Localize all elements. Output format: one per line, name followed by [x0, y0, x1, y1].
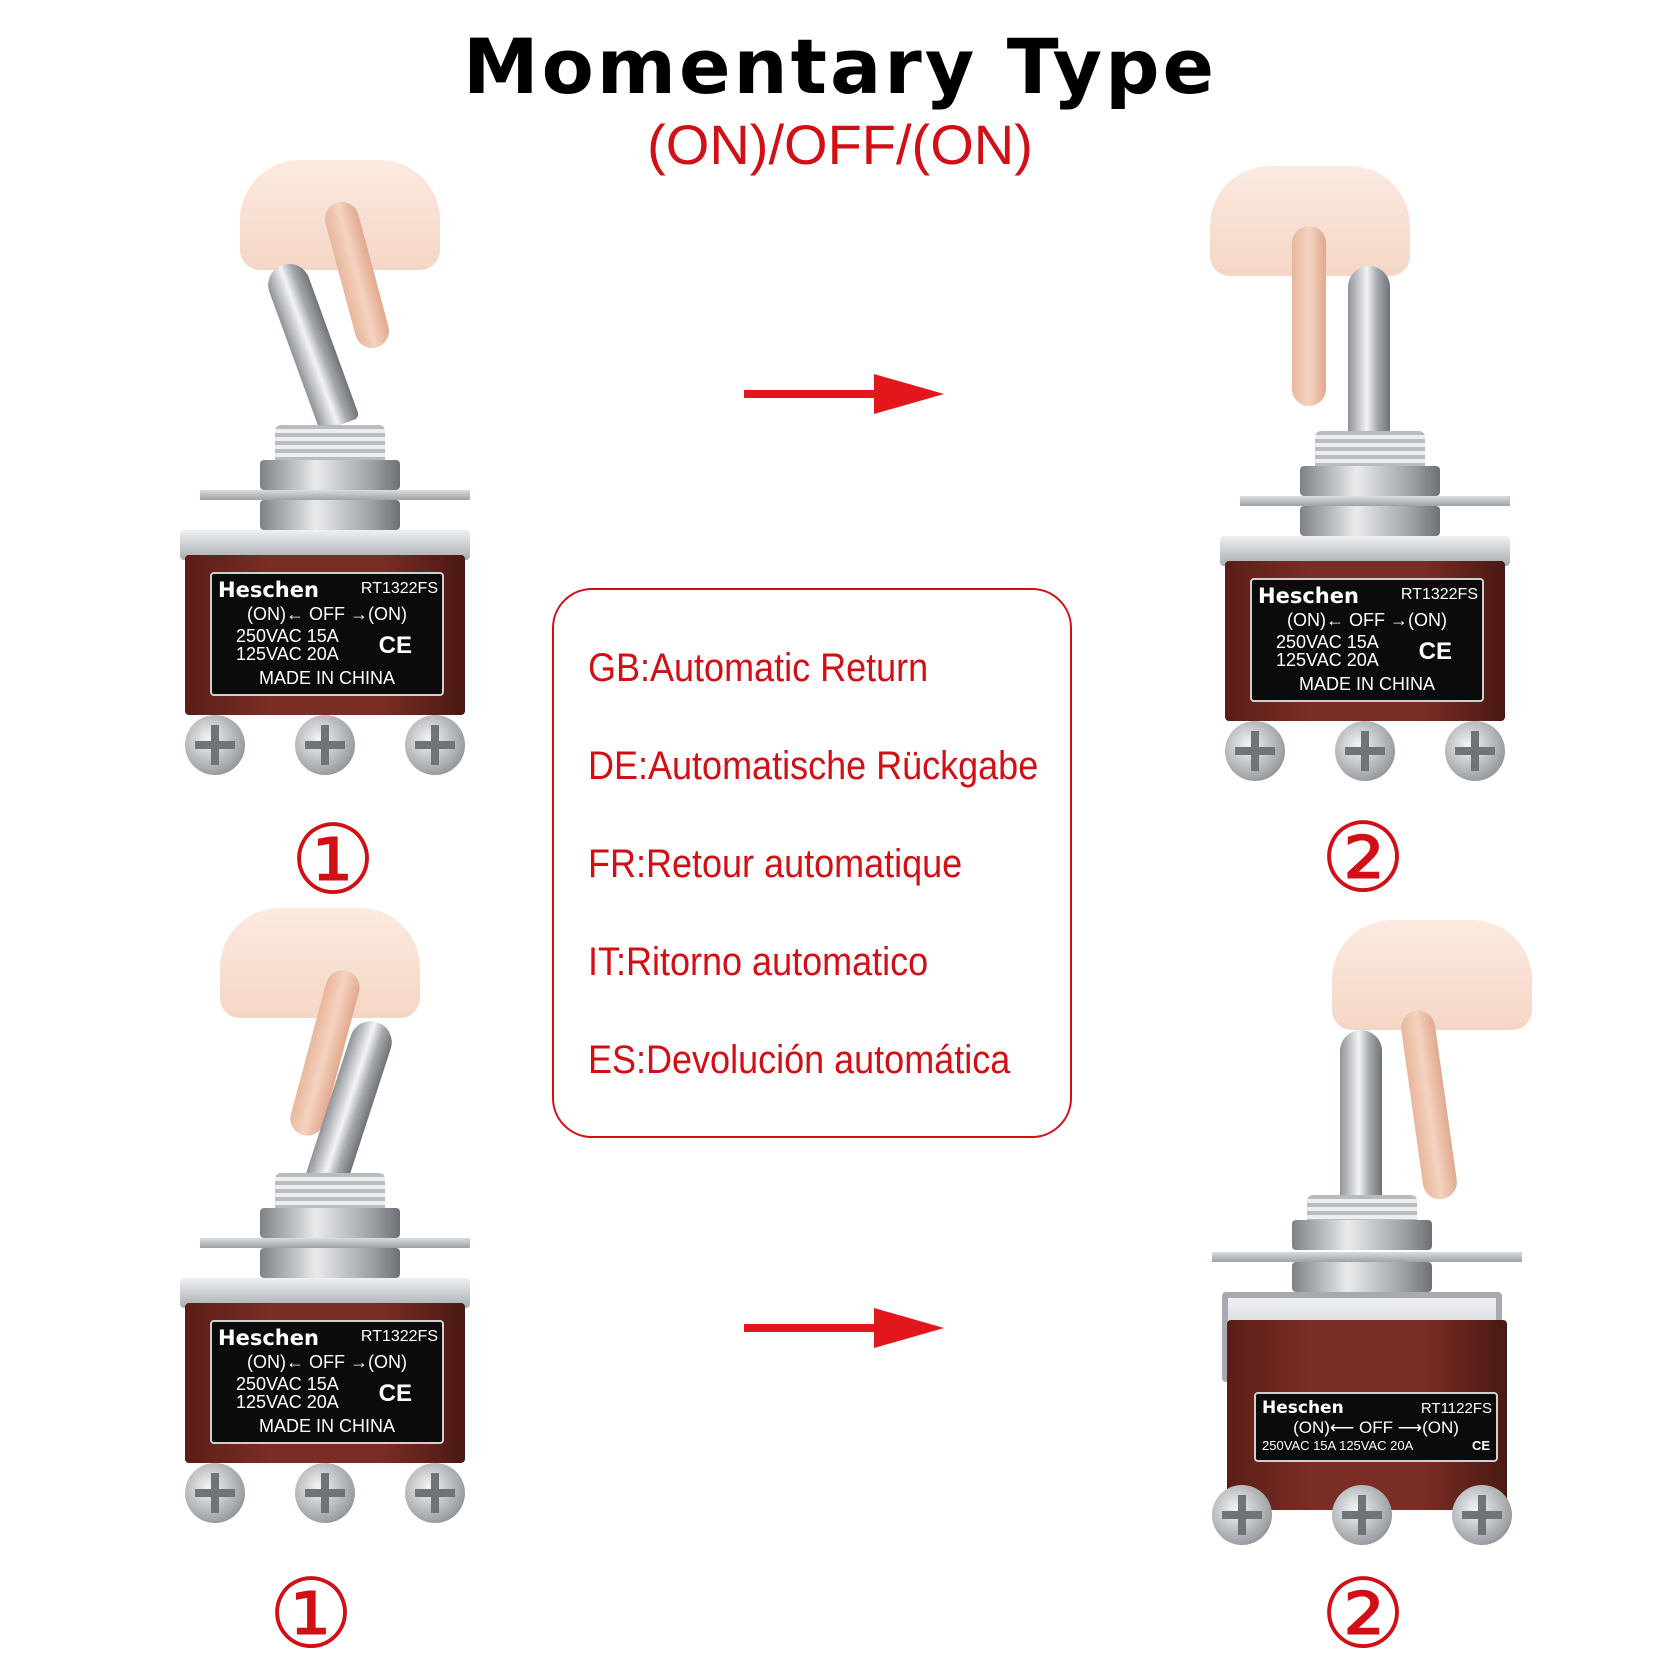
hand [1332, 920, 1532, 1030]
hex-nut [1292, 1220, 1432, 1250]
finger [1292, 226, 1326, 406]
thread-bushing [275, 425, 385, 465]
screw-terminal [1452, 1485, 1512, 1545]
label-function: (ON)← OFF →(ON) [1287, 610, 1447, 630]
feature-de: DE:Automatische Rückgabe [588, 744, 1039, 788]
screw-terminal [1332, 1485, 1392, 1545]
lock-washer [1240, 496, 1510, 506]
label-function: (ON)← OFF →(ON) [247, 604, 407, 624]
label-brand: Heschen [218, 1326, 319, 1350]
label-brand: Heschen [218, 578, 319, 602]
label-rating-2: 125VAC 20A [236, 644, 339, 664]
auto-return-info-box: GB:Automatic Return DE:Automatische Rück… [552, 588, 1072, 1138]
hex-nut [1300, 466, 1440, 496]
hex-nut [260, 500, 400, 530]
label-rating-1: 250VAC 15A [236, 1374, 339, 1394]
page-title: Momentary Type [462, 22, 1218, 111]
feature-it: IT:Ritorno automatico [588, 940, 929, 984]
label-origin: MADE IN CHINA [258, 1416, 395, 1436]
lock-washer [1212, 1252, 1522, 1262]
toggle-switch-3: Heschen RT1322FS (ON)← OFF →(ON) 250VAC … [180, 908, 480, 1628]
lock-washer [200, 490, 470, 500]
label-brand: Heschen [1258, 584, 1359, 608]
hex-nut [260, 1208, 400, 1238]
thread-bushing [275, 1173, 385, 1213]
hex-nut [260, 460, 400, 490]
hand [220, 908, 420, 1018]
toggle-switch-1: Heschen RT1322FS (ON)← OFF →(ON) 250VAC … [180, 160, 480, 880]
switch-label: Heschen RT1322FS (ON)← OFF →(ON) 250VAC … [210, 572, 444, 696]
label-brand: Heschen [1262, 1398, 1344, 1418]
screw-terminal [295, 1463, 355, 1523]
ce-mark: CE [378, 1380, 412, 1407]
step-number: ② [1320, 1558, 1407, 1670]
finger [1398, 1008, 1460, 1202]
label-rating: 250VAC 15A 125VAC 20A [1262, 1438, 1414, 1453]
step-number: ① [268, 1558, 355, 1670]
switch-label: Heschen RT1122FS (ON)⟵ OFF ⟶(ON) 250VAC … [1254, 1392, 1498, 1462]
arrow-right-icon [744, 1308, 944, 1348]
screw-terminal [1212, 1485, 1272, 1545]
label-origin: MADE IN CHINA [258, 668, 395, 688]
label-rating-1: 250VAC 15A [236, 626, 339, 646]
label-model: RT1322FS [360, 1328, 438, 1345]
toggle-lever [1340, 1030, 1382, 1210]
toggle-lever [1348, 266, 1390, 436]
page-subtitle: (ON)/OFF/(ON) [647, 113, 1033, 176]
hex-nut [1292, 1262, 1432, 1292]
label-rating-2: 125VAC 20A [236, 1392, 339, 1412]
screw-terminal [405, 1463, 465, 1523]
screw-terminal [295, 715, 355, 775]
label-origin: MADE IN CHINA [1298, 674, 1435, 694]
screw-terminal [1335, 721, 1395, 781]
label-model: RT1322FS [360, 580, 438, 597]
step-number: ① [290, 804, 377, 916]
label-function: (ON)← OFF →(ON) [247, 1352, 407, 1372]
screw-terminal [1225, 721, 1285, 781]
step-number: ② [1320, 802, 1407, 914]
ce-mark: CE [1471, 1438, 1490, 1453]
label-function: (ON)⟵ OFF ⟶(ON) [1293, 1418, 1459, 1437]
hex-nut [1300, 506, 1440, 536]
thread-bushing [1315, 431, 1425, 471]
label-model: RT1322FS [1400, 586, 1478, 603]
label-model: RT1122FS [1420, 1400, 1492, 1417]
arrow-right-icon [744, 374, 944, 414]
switch-label: Heschen RT1322FS (ON)← OFF →(ON) 250VAC … [210, 1320, 444, 1444]
toggle-switch-2: Heschen RT1322FS (ON)← OFF →(ON) 250VAC … [1210, 166, 1520, 886]
label-rating-1: 250VAC 15A [1276, 632, 1379, 652]
feature-fr: FR:Retour automatique [588, 842, 963, 886]
label-rating-2: 125VAC 20A [1276, 650, 1379, 670]
screw-terminal [1445, 721, 1505, 781]
toggle-switch-4: Heschen RT1122FS (ON)⟵ OFF ⟶(ON) 250VAC … [1212, 920, 1532, 1640]
ce-mark: CE [378, 632, 412, 659]
ce-mark: CE [1418, 638, 1452, 665]
hex-nut [260, 1248, 400, 1278]
switch-label: Heschen RT1322FS (ON)← OFF →(ON) 250VAC … [1250, 578, 1484, 702]
feature-es: ES:Devolución automática [588, 1038, 1011, 1082]
screw-terminal [185, 715, 245, 775]
feature-gb: GB:Automatic Return [588, 646, 929, 690]
lock-washer [200, 1238, 470, 1248]
screw-terminal [185, 1463, 245, 1523]
screw-terminal [405, 715, 465, 775]
